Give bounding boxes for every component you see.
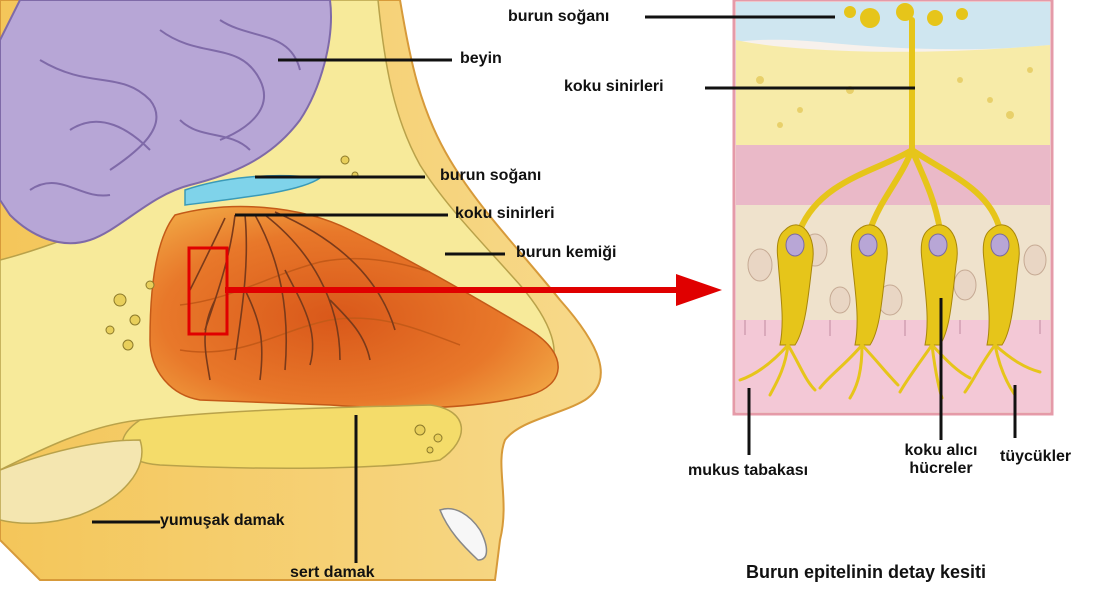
epithelium-detail bbox=[734, 0, 1052, 414]
label-olfactory-nerves-left: koku sinirleri bbox=[455, 205, 555, 223]
label-olfactory-bulb-left: burun soğanı bbox=[440, 167, 541, 185]
label-cilia: tüycükler bbox=[1000, 448, 1071, 466]
label-soft-palate: yumuşak damak bbox=[160, 512, 285, 530]
detail-caption: Burun epitelinin detay kesiti bbox=[746, 562, 986, 583]
label-olfactory-nerves-right: koku sinirleri bbox=[564, 78, 664, 96]
label-brain: beyin bbox=[460, 50, 502, 68]
label-nasal-bone: burun kemiği bbox=[516, 244, 616, 262]
label-olfactory-bulb-right: burun soğanı bbox=[508, 8, 609, 26]
label-hard-palate: sert damak bbox=[290, 564, 375, 582]
label-receptor-cells-line1: koku alıcı bbox=[872, 442, 1010, 460]
label-mucus-layer: mukus tabakası bbox=[688, 462, 808, 480]
label-receptor-cells-line2: hücreler bbox=[872, 460, 1010, 478]
